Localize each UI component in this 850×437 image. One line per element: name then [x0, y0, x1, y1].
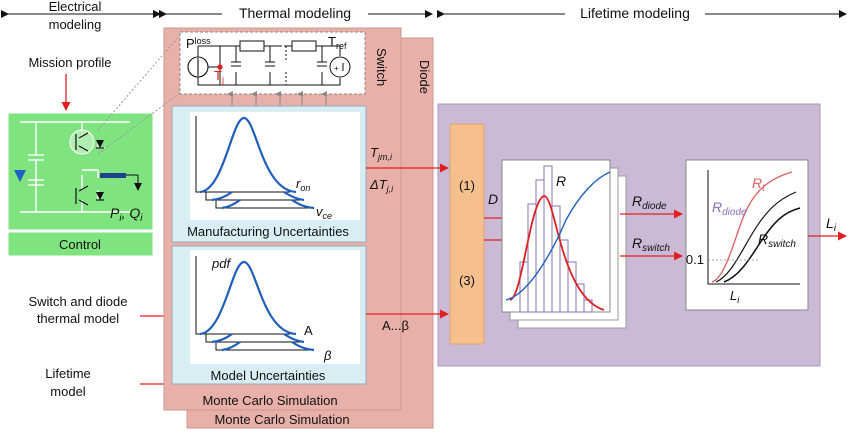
ron-label: ron: [296, 176, 310, 193]
monte-carlo-front-label: Monte Carlo Simulation: [202, 393, 337, 408]
tref-label: Tref: [328, 34, 347, 51]
reliability-r-label: R: [556, 173, 566, 189]
dtj-label: ΔTj,i: [369, 177, 394, 194]
zoom-line-bottom: [97, 92, 181, 155]
converter-block: Pi, Qi: [7, 112, 154, 231]
control-label: Control: [59, 237, 101, 252]
tjm-label: Tjm,i: [370, 145, 393, 162]
rswitch-curve: [723, 207, 801, 283]
parameters-label: A...β: [382, 318, 409, 333]
equation-1-label: (1): [459, 178, 475, 193]
header-electrical: Electrical modeling: [1, 0, 161, 32]
model-distribution-curve: [199, 260, 297, 336]
mission-profile-label: Mission profile: [28, 55, 111, 70]
rdiode-signal-label: Rdiode: [632, 193, 667, 212]
damage-label: D: [488, 191, 498, 207]
header-lifetime-label: Lifetime modeling: [580, 5, 690, 21]
vce-label: vce: [316, 204, 332, 221]
switch-diode-model-label-2: thermal model: [37, 311, 119, 326]
header-electrical-line2: modeling: [49, 17, 102, 32]
dc-source-arrow-icon: [14, 170, 26, 182]
thermal-network: + Ploss Tj Tref: [179, 31, 366, 95]
ploss-label: Ploss: [186, 36, 211, 51]
switch-layer-label: Switch: [374, 48, 389, 86]
tj-label: Tj: [214, 68, 224, 85]
equation-3-label: (3): [459, 273, 475, 288]
header-electrical-line1: Electrical: [49, 0, 102, 14]
control-block: Control: [7, 231, 154, 257]
lifetime-equations-bar: (1) (3): [449, 123, 485, 345]
plot-axes: [707, 170, 800, 285]
header-thermal: Thermal modeling: [159, 4, 433, 22]
lifetime-output-label: Li: [826, 215, 837, 234]
highlighted-switch-icon: [69, 129, 95, 155]
header-thermal-label: Thermal modeling: [239, 5, 351, 21]
zoom-line-top: [97, 34, 181, 131]
lifetime-model-label-2: model: [50, 384, 86, 399]
reliability-lifetime-plot: Rt Rdiode Rswitch 0.1 Li: [685, 159, 809, 311]
power-output-label: Pi, Qi: [110, 205, 143, 224]
model-uncertainties-panel: pdf A β Model Uncertainties: [171, 245, 367, 385]
reference-temperature-source-icon: [329, 56, 351, 78]
rswitch-signal-label: Rswitch: [632, 235, 670, 254]
lifetime-model-label-1: Lifetime: [45, 366, 91, 381]
diode-layer-label: Diode: [417, 60, 432, 94]
tick-label-0-1: 0.1: [686, 252, 704, 267]
manufacturing-uncertainties-label: Manufacturing Uncertainties: [187, 224, 349, 239]
diode-icon: [96, 140, 104, 201]
plot-x-label: Li: [730, 288, 740, 305]
manufacturing-uncertainties-panel: ron vce Manufacturing Uncertainties: [171, 105, 367, 243]
parameter-feed-arrows: [227, 91, 327, 106]
manufacturing-distribution-curve: [199, 116, 297, 194]
parameter-a-label: A: [304, 323, 313, 338]
cdf-curve: [505, 171, 611, 301]
monte-carlo-back-label: Monte Carlo Simulation: [214, 412, 349, 427]
junction-point-icon: [217, 64, 223, 70]
rdiode-curve: [715, 191, 797, 283]
pdf-label: pdf: [211, 256, 231, 271]
rdiode-label: Rdiode: [712, 199, 747, 218]
svg-text:+: +: [334, 64, 339, 73]
header-lifetime: Lifetime modeling: [437, 4, 847, 22]
model-uncertainties-label: Model Uncertainties: [211, 368, 326, 383]
rswitch-label: Rswitch: [758, 231, 796, 250]
igbt-switch-icon: [75, 132, 89, 206]
switch-diode-model-label-1: Switch and diode: [28, 294, 127, 309]
output-inductor-icon: [100, 173, 126, 178]
parameter-beta-label: β: [323, 348, 332, 363]
converter-schematic: [20, 121, 130, 213]
damage-distribution-plot: R: [501, 159, 627, 329]
rt-label: Rt: [752, 175, 766, 194]
pdf-fit-curve: [509, 195, 605, 311]
rt-curve: [711, 171, 793, 283]
